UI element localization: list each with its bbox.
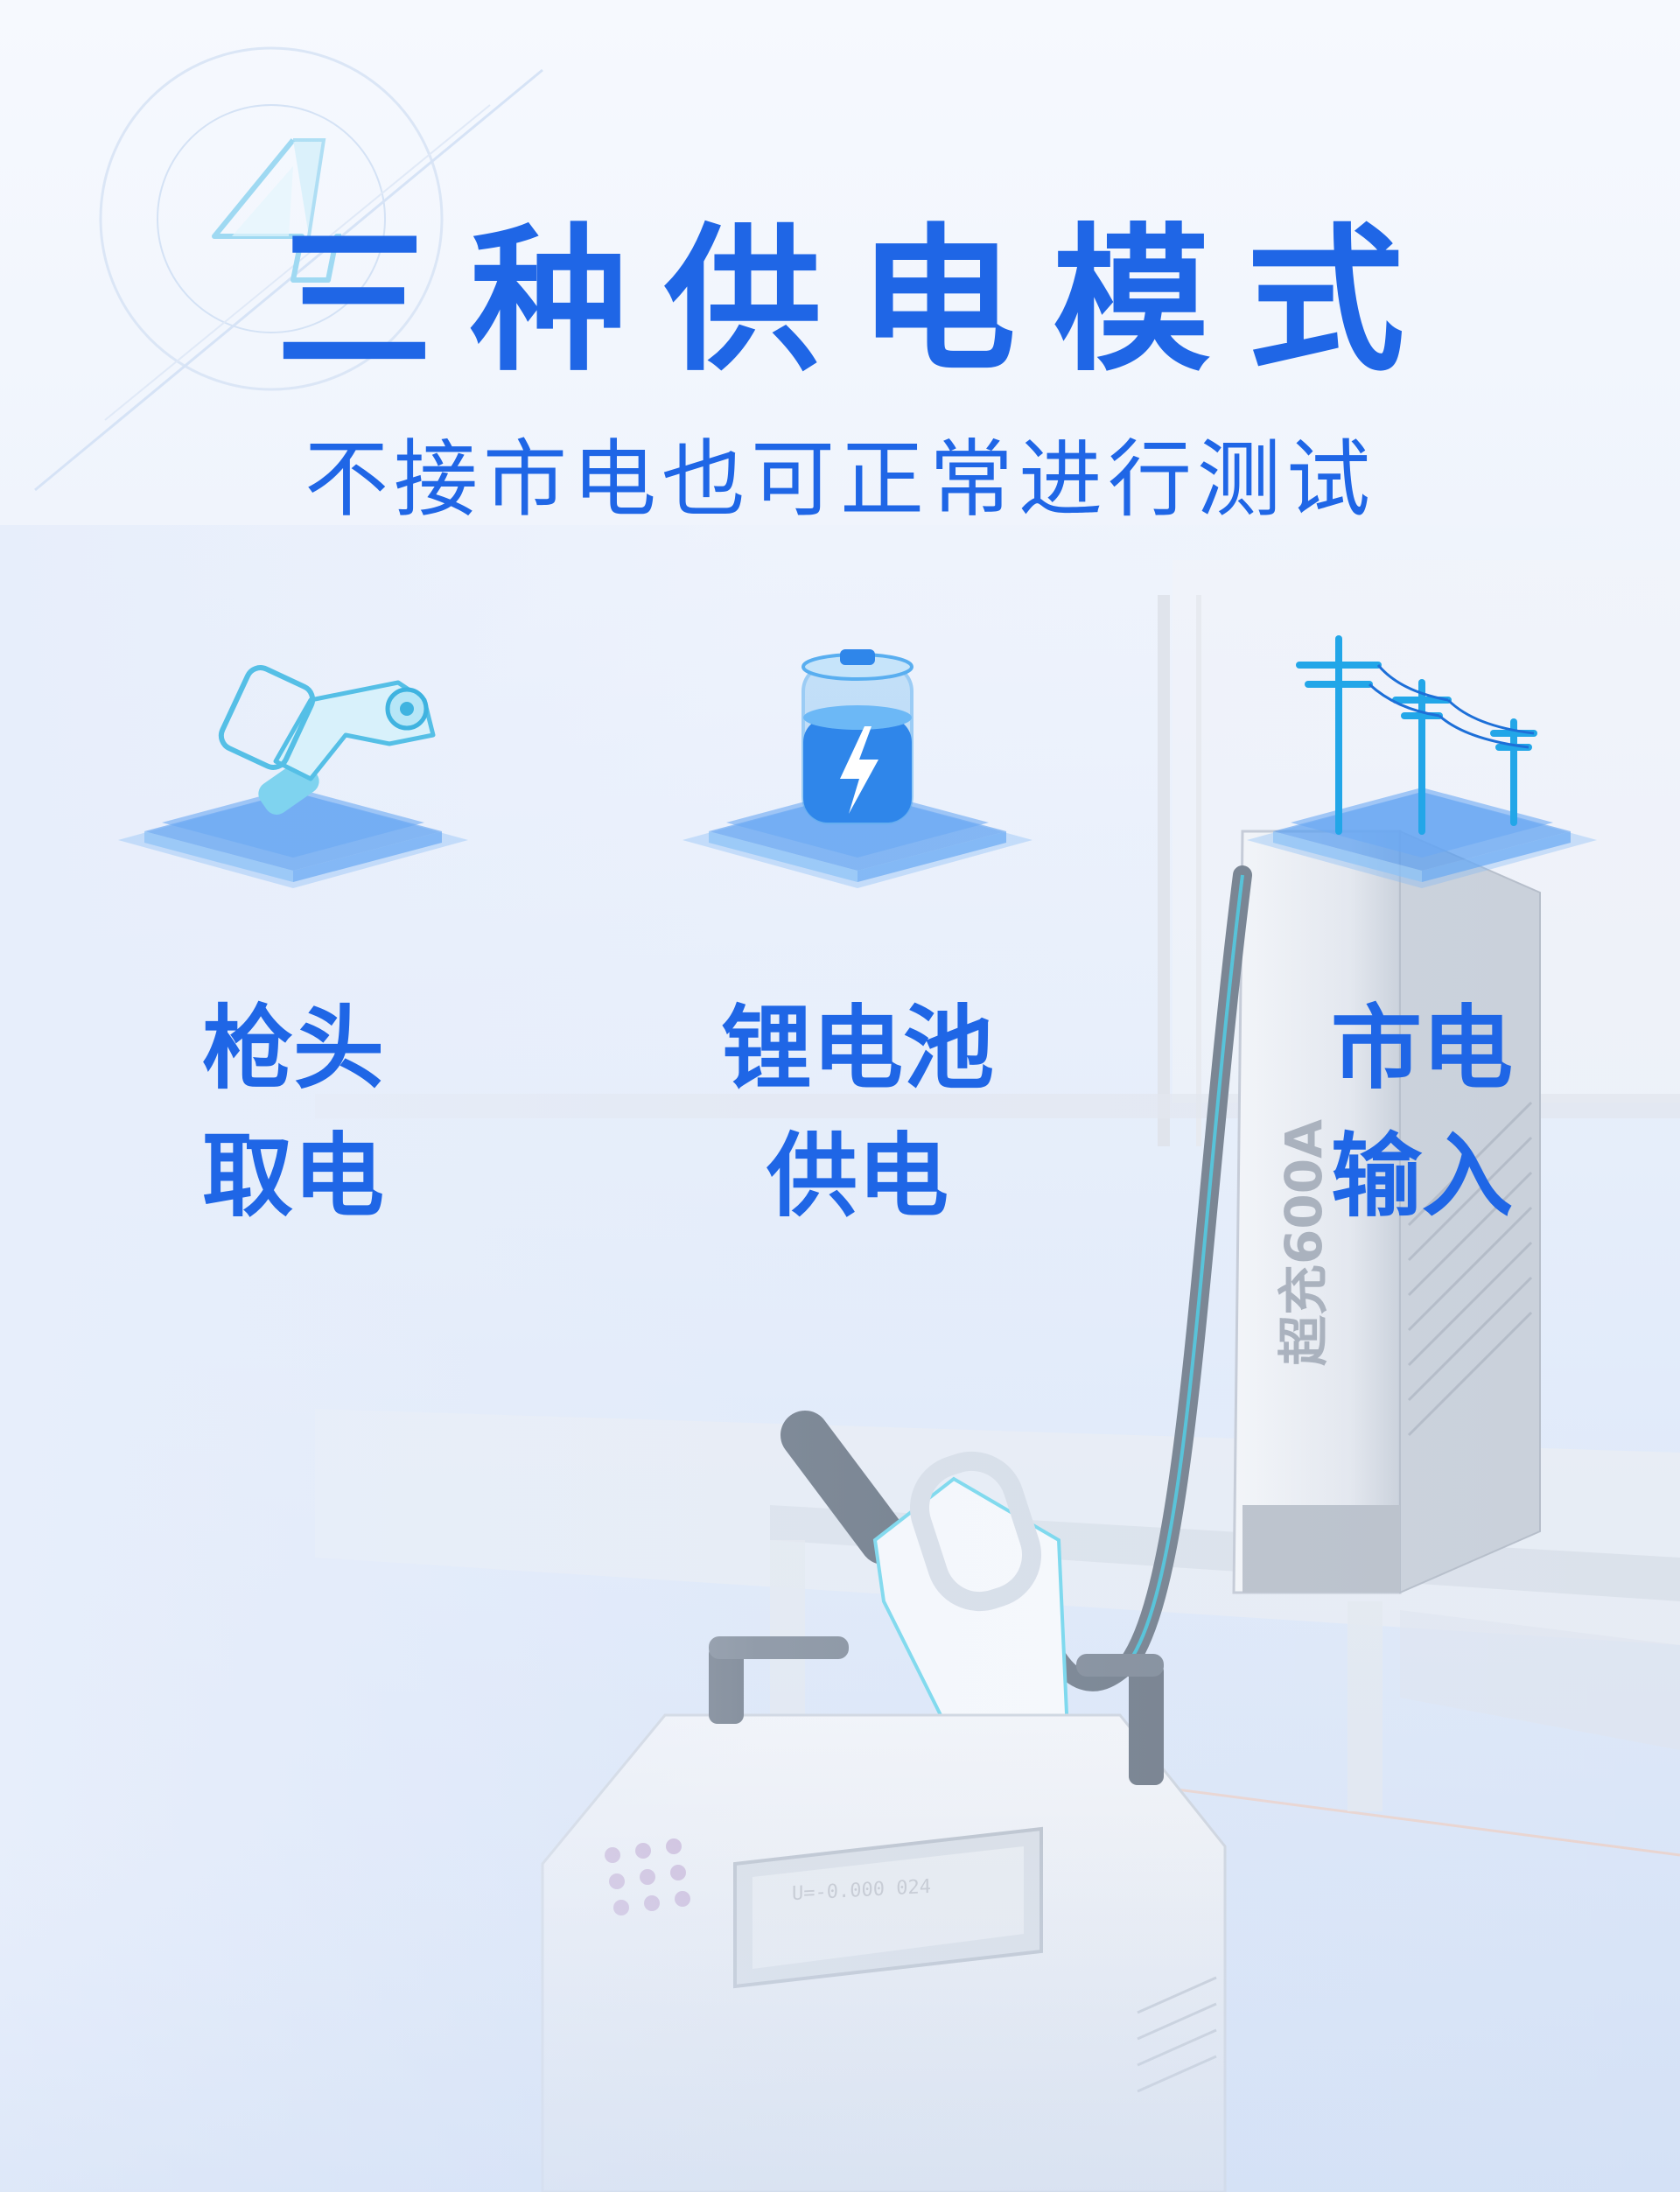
- mode-gun-line1: 枪头: [201, 995, 384, 1102]
- mode-battery-line1: 锂电池: [720, 995, 994, 1102]
- mode-grid-line1: 市电: [1330, 995, 1513, 1102]
- mode-battery: 锂电池 供电: [674, 648, 1041, 1243]
- mode-gun-line2: 取电: [201, 1123, 384, 1229]
- mode-grid: 市电 输入: [1238, 630, 1606, 1243]
- page-subtitle: 不接市电也可正常进行测试: [304, 431, 1376, 529]
- mode-gun: 枪头 取电: [109, 648, 477, 1243]
- mode-grid-label: 市电 输入: [1238, 984, 1606, 1240]
- power-pole-icon: [1247, 635, 1597, 888]
- number-four-badge: 4: [197, 131, 341, 283]
- mode-grid-line2: 输入: [1330, 1123, 1513, 1229]
- mode-battery-label: 锂电池 供电: [674, 984, 1041, 1240]
- battery-icon: [682, 649, 1032, 888]
- page-title: 三种供电模式: [275, 210, 1441, 393]
- svg-text:4: 4: [197, 131, 198, 132]
- charging-gun-icon: [118, 665, 468, 888]
- mode-gun-label: 枪头 取电: [109, 984, 477, 1240]
- mode-battery-line2: 供电: [766, 1123, 948, 1229]
